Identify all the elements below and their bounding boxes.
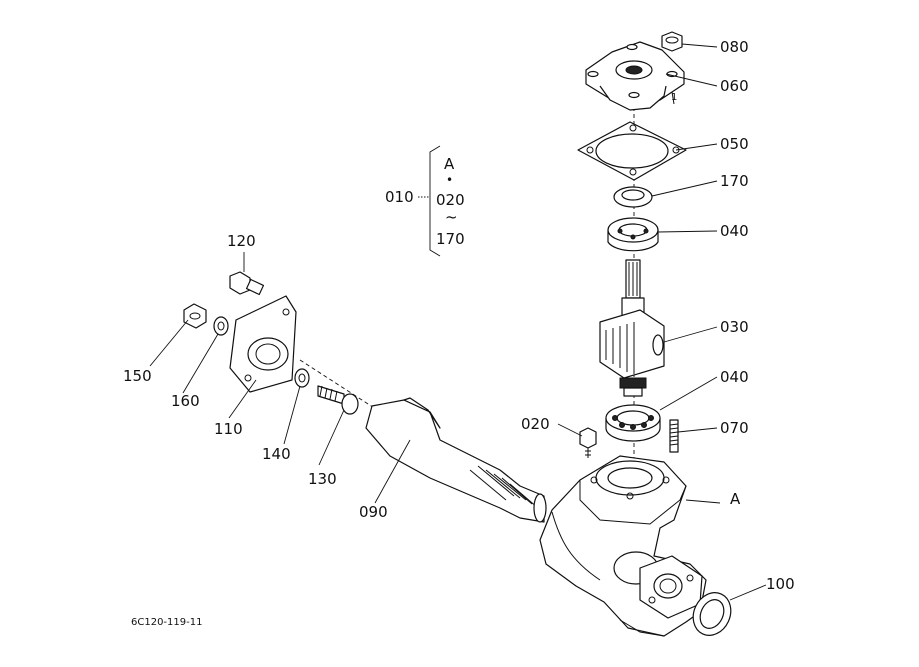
label-range-marker: A xyxy=(444,155,455,173)
label-assembly-010: 010 xyxy=(385,188,414,206)
housing-body xyxy=(539,455,707,637)
part-030-worm-shaft xyxy=(599,259,665,397)
label-part-070: 070 xyxy=(720,419,749,437)
label-part-080: 080 xyxy=(720,38,749,56)
part-100-seal xyxy=(692,592,732,636)
part-080-nut xyxy=(661,31,683,52)
label-part-140: 140 xyxy=(262,445,291,463)
label-part-020: 020 xyxy=(521,415,550,433)
part-040-upper-bearing xyxy=(607,217,659,252)
part-140-washer xyxy=(294,368,310,388)
label-part-040-upper: 040 xyxy=(720,222,749,240)
part-050-gasket xyxy=(577,121,687,181)
leader-lines xyxy=(149,43,767,601)
assembly-bracket xyxy=(418,145,441,257)
label-part-040-lower: 040 xyxy=(720,368,749,386)
label-part-130: 130 xyxy=(308,470,337,488)
part-170-seal xyxy=(613,186,653,208)
part-070-stud xyxy=(669,419,679,453)
label-part-090: 090 xyxy=(359,503,388,521)
part-060-cover xyxy=(585,41,685,111)
part-120-bleed-screw xyxy=(229,271,265,296)
label-part-100: 100 xyxy=(766,575,795,593)
label-part-170: 170 xyxy=(720,172,749,190)
label-marker-1: 1 xyxy=(671,92,678,103)
part-150-nut xyxy=(183,303,207,329)
label-range-end: 170 xyxy=(436,230,465,248)
label-part-050: 050 xyxy=(720,135,749,153)
label-range-dot: • xyxy=(446,173,454,187)
diagram-id: 6C120-119-11 xyxy=(131,617,203,628)
label-range-tilde: ~ xyxy=(445,208,458,226)
label-part-150: 150 xyxy=(123,367,152,385)
label-part-030: 030 xyxy=(720,318,749,336)
label-range-start: 020 xyxy=(436,191,465,209)
part-160-washer xyxy=(213,316,229,336)
part-130-adjust-screw xyxy=(317,385,359,415)
part-110-side-cover xyxy=(229,295,297,393)
label-part-120: 120 xyxy=(227,232,256,250)
part-020-plug xyxy=(579,427,597,458)
label-housing-marker: A xyxy=(730,490,741,508)
label-part-060: 060 xyxy=(720,77,749,95)
part-040-lower-bearing xyxy=(605,404,661,442)
label-part-110: 110 xyxy=(214,420,243,438)
label-part-160: 160 xyxy=(171,392,200,410)
part-090-sector-shaft xyxy=(365,397,547,523)
